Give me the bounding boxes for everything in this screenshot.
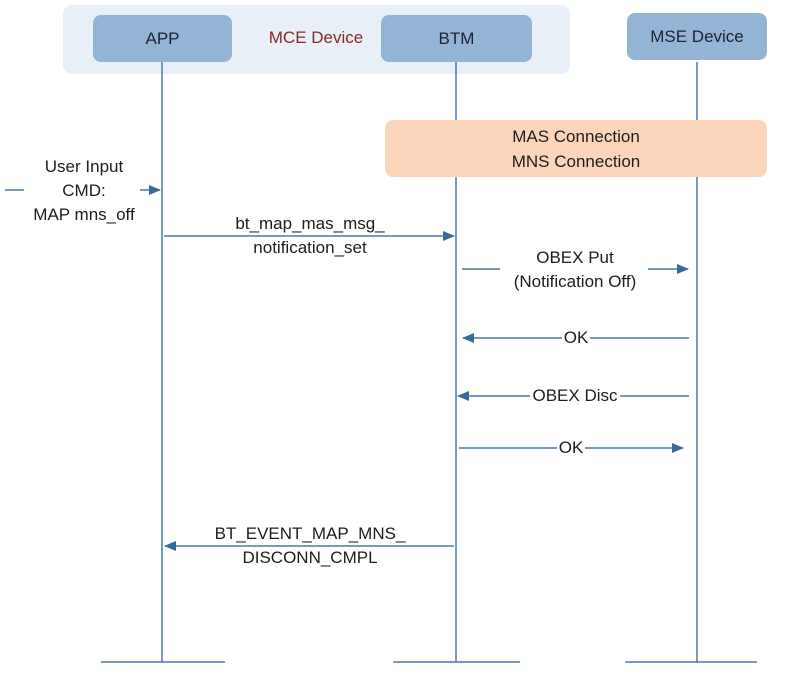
mse-actor-label: MSE Device [650,26,744,46]
user-input-line-2: CMD: [62,181,106,200]
mse-actor: MSE Device [627,13,767,60]
app-actor-label: APP [145,28,180,48]
obex-disc-text: OBEX Disc [530,386,620,405]
obex-put-line-1: OBEX Put [536,248,614,267]
mns-disconn-cmpl-line-2: DISCONN_CMPL [240,548,380,567]
ok-2-text: OK [556,438,586,457]
connection-note: MAS Connection MNS Connection [385,120,767,177]
user-input-line-1: User Input [44,157,124,176]
mns-disconn-cmpl-line-1: BT_EVENT_MAP_MNS_ [212,524,408,543]
ok-1-text: OK [561,328,591,347]
btm-actor-label: BTM [438,28,475,48]
user-input-line-3: MAP mns_off [33,205,135,224]
mns-disconn-cmpl-label: BT_EVENT_MAP_MNS_ DISCONN_CMPL [190,522,430,570]
user-input-label: User Input CMD: MAP mns_off [14,155,154,227]
notification-set-line-1: bt_map_mas_msg_ [233,214,387,233]
btm-actor: BTM [381,15,532,62]
app-actor: APP [93,15,232,62]
ok-1-label: OK [536,326,616,350]
note-line-mns: MNS Connection [511,151,641,171]
notification-set-label: bt_map_mas_msg_ notification_set [205,212,415,260]
ok-2-label: OK [531,436,611,460]
note-line-mas: MAS Connection [512,126,640,146]
obex-put-label: OBEX Put (Notification Off) [495,246,655,294]
obex-put-line-2: (Notification Off) [513,272,637,291]
mce-device-label: MCE Device [268,28,364,47]
notification-set-line-2: notification_set [251,238,369,257]
obex-disc-label: OBEX Disc [515,384,635,408]
